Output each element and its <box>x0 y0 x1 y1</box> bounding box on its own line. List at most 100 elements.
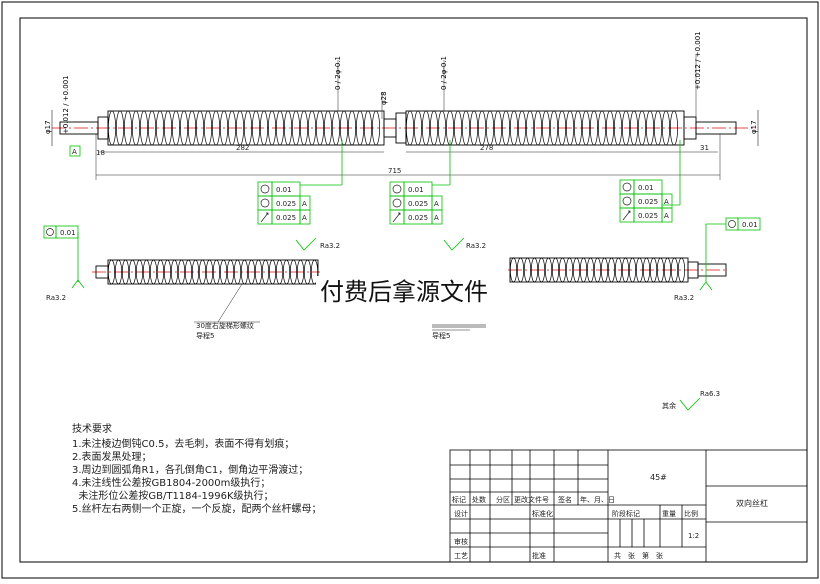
note-4b: 未注形位公差按GB/T1184-1996K级执行； <box>72 489 274 502</box>
runout-icon <box>260 212 269 223</box>
thread-coil <box>530 257 539 283</box>
thread-coil <box>132 110 140 146</box>
thread-coil <box>478 110 486 146</box>
thread-coil <box>260 110 268 146</box>
thread-callout-left-1: 30度右旋梯形螺纹 <box>196 321 254 330</box>
thread-coil <box>177 259 186 285</box>
thread-coil <box>486 110 494 146</box>
tb-weight: 重量 <box>662 510 676 518</box>
frame-right: 0.01 0.025 0.025 A A <box>619 140 681 223</box>
thread-coil <box>622 110 630 146</box>
thread-coil <box>537 257 546 283</box>
thread-coil <box>593 257 602 283</box>
tb-signature: 签名 <box>558 495 572 504</box>
thread-coil <box>148 110 156 146</box>
thread-coil <box>247 259 256 285</box>
thread-coil <box>212 259 221 285</box>
rest-roughness-label: Ra6.3 <box>700 390 720 398</box>
thread-coil <box>316 110 324 146</box>
thread-coil <box>654 110 662 146</box>
title-block-text: 标记 处数 分区 更改文件号 签名 年、月、日 设计 标准化 审核 工艺 批准 … <box>452 473 768 560</box>
note-2: 2.表面发黑处理； <box>72 450 152 463</box>
thread-coil <box>422 110 430 146</box>
roughness-top1-label: Ra3.2 <box>320 242 340 250</box>
thread-coil <box>163 259 172 285</box>
frame-right-datum-1: A <box>664 198 669 206</box>
thread-coil <box>220 110 228 146</box>
thread-coil <box>649 257 658 283</box>
dim-31: 31 <box>700 144 709 152</box>
thread-coil <box>275 259 284 285</box>
rest-roughness-prefix: 其余 <box>662 401 676 410</box>
thread-coil <box>598 110 606 146</box>
thread-coil <box>516 257 525 283</box>
thread-coil <box>510 110 518 146</box>
thread-coil <box>590 110 598 146</box>
right-journal <box>695 121 737 135</box>
thread-coil <box>551 257 560 283</box>
rest-roughness-icon <box>679 397 701 411</box>
thread-coil <box>149 259 158 285</box>
frame-mid-value-2: 0.025 <box>408 200 428 208</box>
note-3: 3.周边到圆弧角R1，各孔倒角C1，倒角边平滑渡过； <box>72 463 308 476</box>
thread-coil <box>642 257 651 283</box>
thread-coil <box>438 110 446 146</box>
thread-coil <box>574 110 582 146</box>
runout-icon <box>392 212 401 223</box>
runout-icon <box>622 210 631 221</box>
thread-coil <box>607 257 616 283</box>
thread-coil <box>205 259 214 285</box>
detail-view-left: 0.01 Ra3.2 Ra3.2 30度右旋梯形螺纹 导程5 <box>43 225 340 340</box>
frame-right-value-2: 0.025 <box>638 198 658 206</box>
frame-left-datum-2: A <box>302 214 307 222</box>
tb-change-doc: 更改文件号 <box>514 495 549 504</box>
thread-coil <box>414 110 422 146</box>
thread-coil <box>332 110 340 146</box>
roundness-icon <box>622 182 632 192</box>
thread-coil <box>226 259 235 285</box>
right-detail-coils <box>509 257 686 283</box>
thread-coil <box>340 110 348 146</box>
thread-coil <box>252 110 260 146</box>
roughness-left-label: Ra3.2 <box>46 294 66 302</box>
frame-mid: 0.01 0.025 0.025 A A <box>389 140 451 225</box>
thread-coil <box>372 110 380 146</box>
thread-coil <box>254 259 263 285</box>
note-4: 4.未注线性公差按GB1804-2000m级执行； <box>72 476 270 489</box>
thread-coil <box>164 110 172 146</box>
tb-design: 设计 <box>454 509 468 518</box>
right-dia-tol: +0.012 / +0.001 <box>694 31 702 90</box>
thread-coil <box>406 110 414 146</box>
frame-mid-value-3: 0.025 <box>408 214 428 222</box>
thread-coil <box>233 259 242 285</box>
thread-coil <box>156 110 164 146</box>
thread-coil <box>172 110 180 146</box>
frame-left-value-2: 0.025 <box>276 200 296 208</box>
tb-scale-value: 1:2 <box>688 532 699 540</box>
tb-scale-label: 比例 <box>684 509 698 518</box>
thread-coil <box>586 257 595 283</box>
thread-coil <box>526 110 534 146</box>
detail-view-right: 0.01 Ra3.2 <box>508 217 761 302</box>
thread-coil <box>558 257 567 283</box>
thread-coil <box>284 110 292 146</box>
thread-coil <box>310 259 319 285</box>
thread-coil <box>289 259 298 285</box>
left-dia-label: φ17 <box>44 120 52 134</box>
thread-coil <box>276 110 284 146</box>
roundness-icon <box>46 228 54 236</box>
thread-coil <box>534 110 542 146</box>
thread-coil <box>509 257 518 283</box>
tb-part-name: 双向丝杠 <box>736 498 768 508</box>
thread-coil <box>454 110 462 146</box>
tb-stage: 阶段标记 <box>612 509 640 518</box>
thread-coil <box>170 259 179 285</box>
thread-coil <box>324 110 332 146</box>
tb-count: 处数 <box>472 495 486 504</box>
thread-coil <box>188 110 196 146</box>
thread-coil <box>430 110 438 146</box>
thread-coil <box>656 257 665 283</box>
frame-right-value-1: 0.01 <box>638 184 654 192</box>
thread-coil <box>670 110 678 146</box>
